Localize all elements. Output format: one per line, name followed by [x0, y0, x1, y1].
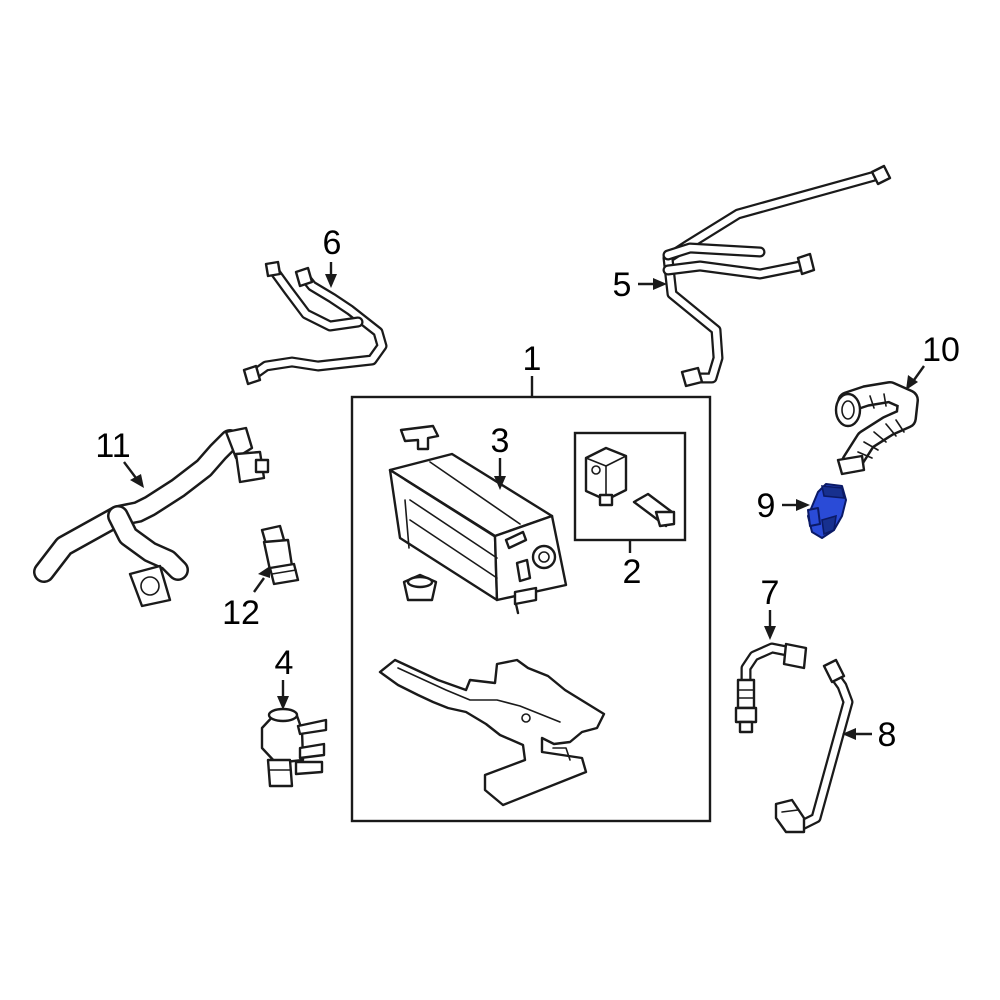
- canister-assembly-box: [350, 376, 712, 823]
- purge-tube: [242, 260, 388, 386]
- fresh-air-hose: [834, 381, 919, 476]
- evap-canister: [388, 424, 568, 615]
- sensor-kit-box: [573, 431, 687, 553]
- callout-11: 11: [95, 427, 130, 465]
- callout-9: 9: [757, 487, 776, 525]
- pcv-valve: [260, 524, 300, 586]
- callout-7: 7: [761, 574, 780, 612]
- callout-6: 6: [323, 224, 342, 262]
- callout-1: 1: [523, 340, 542, 378]
- vent-valve-highlighted: [807, 483, 847, 539]
- oxygen-sensor-downstream: [774, 658, 854, 834]
- callout-3: 3: [491, 422, 510, 460]
- callout-10: 10: [922, 331, 960, 369]
- oxygen-sensor-upstream: [734, 642, 808, 734]
- grommet: [402, 573, 438, 602]
- vapor-tube-assembly: [662, 164, 892, 388]
- pressure-sensor: [584, 446, 628, 507]
- callout-2: 2: [623, 553, 642, 591]
- canister-shield: [378, 658, 606, 807]
- callout-4: 4: [275, 644, 294, 682]
- sensor-connector: [632, 492, 676, 528]
- vapor-hose: [33, 426, 270, 608]
- callout-5: 5: [613, 266, 632, 304]
- callout-8: 8: [878, 716, 897, 754]
- callout-12: 12: [222, 594, 260, 632]
- purge-solenoid: [260, 707, 328, 788]
